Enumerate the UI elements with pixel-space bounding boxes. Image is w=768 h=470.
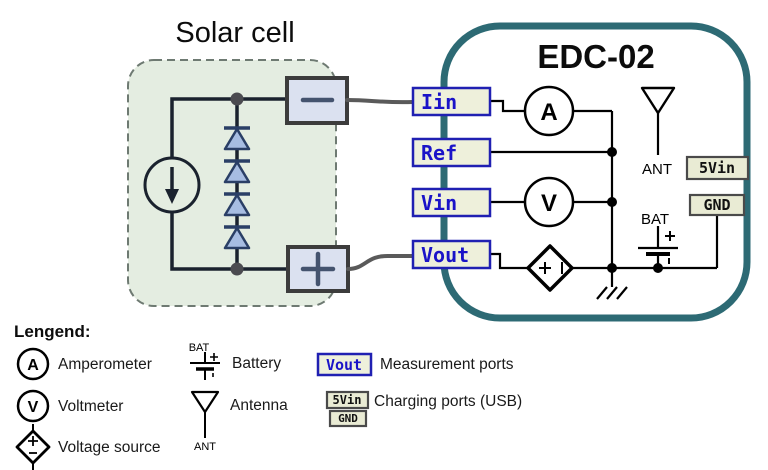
antenna-label: ANT bbox=[642, 161, 672, 178]
junction-dot bbox=[230, 92, 244, 106]
port-5vin: 5Vin bbox=[685, 155, 750, 181]
battery-icon: BAT bbox=[638, 211, 678, 264]
legend-voltage-source-label: Voltage source bbox=[58, 439, 161, 456]
port-ref-label: Ref bbox=[421, 141, 457, 165]
junction-dot bbox=[607, 263, 617, 273]
ammeter-icon: A bbox=[523, 85, 575, 137]
port-vin-label: Vin bbox=[421, 191, 457, 215]
port-vout: Vout bbox=[411, 239, 492, 270]
plus-terminal bbox=[286, 245, 350, 293]
legend-item-charging-ports: 5Vin GND Charging ports (USB) bbox=[325, 390, 522, 428]
legend: Lengend: A Amperometer V Voltmeter Volta… bbox=[14, 322, 522, 470]
legend-measurement-port-icon bbox=[316, 352, 373, 377]
port-iin-label: Iin bbox=[421, 90, 457, 114]
legend-item-antenna: ANT Antenna bbox=[190, 390, 288, 453]
wire-solar-bottom bbox=[170, 212, 288, 271]
legend-voltage-source-icon bbox=[15, 429, 51, 465]
legend-item-measurement-ports: Vout Measurement ports bbox=[316, 352, 514, 377]
legend-item-amperometer: A Amperometer bbox=[16, 347, 152, 381]
junction-dot bbox=[607, 197, 617, 207]
legend-battery-plus bbox=[210, 353, 218, 361]
legend-gnd-label: GND bbox=[338, 412, 358, 425]
ammeter-letter: A bbox=[540, 99, 557, 126]
junction-dot bbox=[607, 147, 617, 157]
diode-icon bbox=[223, 226, 251, 250]
legend-antenna-tag: ANT bbox=[194, 441, 216, 453]
battery-label: BAT bbox=[641, 211, 669, 228]
solar-cell-section: Solar cell bbox=[127, 17, 415, 307]
legend-item-voltage-source: Voltage source bbox=[15, 424, 161, 470]
legend-battery-label: Battery bbox=[232, 355, 281, 372]
legend-measurement-port-label: Vout bbox=[326, 356, 362, 374]
legend-antenna-icon bbox=[190, 390, 220, 414]
diode-icon bbox=[223, 127, 251, 151]
legend-ammeter-icon bbox=[16, 347, 50, 381]
antenna-icon: ANT bbox=[640, 86, 676, 178]
legend-measurement-ports-label: Measurement ports bbox=[380, 356, 514, 373]
voltmeter-icon: V bbox=[523, 176, 575, 228]
diode-icon bbox=[223, 160, 251, 184]
legend-voltmeter-icon bbox=[16, 389, 50, 423]
legend-battery-tag: BAT bbox=[189, 342, 210, 354]
junction-dot bbox=[653, 263, 663, 273]
port-vin: Vin bbox=[411, 187, 492, 218]
edc-title: EDC-02 bbox=[537, 38, 654, 75]
legend-item-battery: BAT Battery bbox=[189, 342, 281, 380]
wire-plus-to-vout bbox=[346, 253, 415, 271]
legend-charging-ports-label: Charging ports (USB) bbox=[374, 393, 522, 410]
legend-item-voltmeter: V Voltmeter bbox=[16, 389, 123, 423]
legend-vsrc-plus bbox=[28, 436, 38, 446]
voltmeter-letter: V bbox=[541, 190, 557, 217]
solar-cell-title: Solar cell bbox=[175, 17, 294, 49]
legend-gnd-icon bbox=[328, 409, 368, 428]
wire-minus-to-iin bbox=[345, 98, 415, 105]
port-iin: Iin bbox=[411, 86, 492, 117]
port-vout-label: Vout bbox=[421, 243, 469, 267]
voltage-source-icon bbox=[526, 244, 574, 292]
edc-section: EDC-02 A bbox=[411, 22, 751, 322]
legend-5vin-icon bbox=[325, 390, 370, 410]
legend-antenna-label: Antenna bbox=[230, 397, 288, 414]
legend-ammeter-label: Amperometer bbox=[58, 356, 152, 373]
minus-terminal bbox=[285, 76, 349, 125]
port-ref: Ref bbox=[411, 137, 492, 168]
port-gnd: GND bbox=[688, 193, 746, 217]
legend-voltmeter-letter: V bbox=[28, 399, 39, 416]
legend-title: Lengend: bbox=[14, 322, 91, 341]
current-source-icon bbox=[143, 156, 201, 214]
diode-icon bbox=[223, 193, 251, 217]
diode-stack bbox=[223, 126, 251, 250]
port-5vin-label: 5Vin bbox=[699, 159, 735, 177]
legend-voltmeter-label: Voltmeter bbox=[58, 398, 123, 415]
wire-solar-top bbox=[170, 97, 287, 158]
edc-wiring bbox=[490, 99, 719, 270]
legend-5vin-label: 5Vin bbox=[333, 393, 362, 407]
junction-dot bbox=[230, 262, 244, 276]
legend-ammeter-letter: A bbox=[27, 357, 39, 374]
port-gnd-label: GND bbox=[703, 196, 730, 214]
